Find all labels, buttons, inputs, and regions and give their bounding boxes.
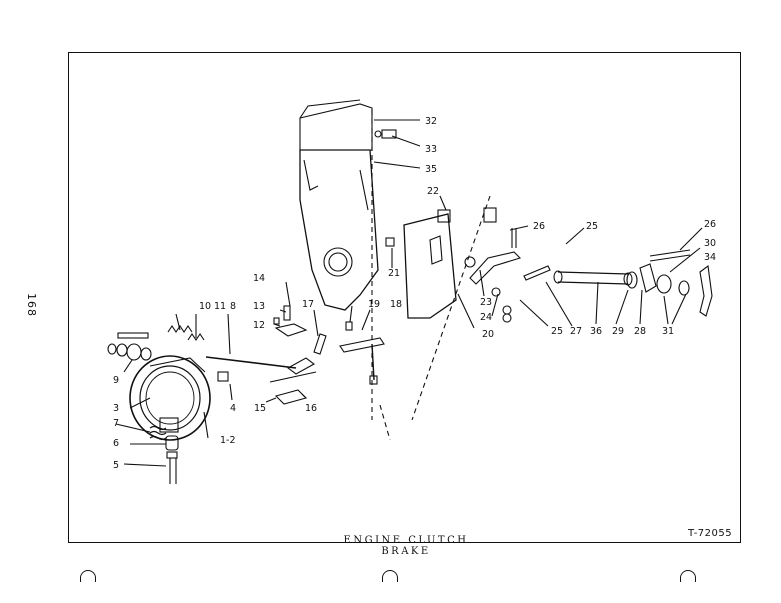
part-label-8: 8 bbox=[230, 301, 236, 312]
binder-hole-center bbox=[382, 570, 398, 582]
part-label-11: 11 bbox=[214, 301, 226, 312]
part-label-25a: 25 bbox=[586, 221, 598, 232]
part-label-17: 17 bbox=[302, 299, 314, 310]
part-label-4: 4 bbox=[230, 403, 236, 414]
part-label-1-2: 1-2 bbox=[220, 435, 236, 446]
part-label-27: 27 bbox=[570, 326, 582, 337]
caption-rule-right bbox=[492, 542, 741, 543]
part-label-19: 19 bbox=[368, 299, 380, 310]
part-label-13: 13 bbox=[253, 301, 265, 312]
part-label-3: 3 bbox=[113, 403, 119, 414]
part-label-15: 15 bbox=[254, 403, 266, 414]
part-label-14: 14 bbox=[253, 273, 265, 284]
figure-caption: ENGINE CLUTCH BRAKE bbox=[343, 535, 469, 557]
part-label-25b: 25 bbox=[551, 326, 563, 337]
part-label-31: 31 bbox=[662, 326, 674, 337]
diagram-drawing bbox=[107, 99, 713, 484]
part-label-33: 33 bbox=[425, 144, 437, 155]
part-label-7: 7 bbox=[113, 418, 119, 429]
part-label-10: 10 bbox=[199, 301, 211, 312]
part-label-28: 28 bbox=[634, 326, 646, 337]
figure-code: T-72055 bbox=[688, 528, 733, 539]
part-label-35: 35 bbox=[425, 164, 437, 175]
page-frame bbox=[68, 52, 741, 543]
part-label-12: 12 bbox=[253, 320, 265, 331]
part-label-5: 5 bbox=[113, 460, 119, 471]
part-label-20: 20 bbox=[482, 329, 494, 340]
part-label-36: 36 bbox=[590, 326, 602, 337]
part-label-18: 18 bbox=[390, 299, 402, 310]
binder-hole-left bbox=[80, 570, 96, 582]
binder-hole-right bbox=[680, 570, 696, 582]
part-label-26b: 26 bbox=[704, 219, 716, 230]
part-label-34: 34 bbox=[704, 252, 716, 263]
part-label-16: 16 bbox=[305, 403, 317, 414]
part-label-23: 23 bbox=[480, 297, 492, 308]
part-label-26a: 26 bbox=[533, 221, 545, 232]
part-label-22: 22 bbox=[427, 186, 439, 197]
caption-rule-left bbox=[68, 542, 320, 543]
part-label-30: 30 bbox=[704, 238, 716, 249]
part-label-6: 6 bbox=[113, 438, 119, 449]
part-label-9: 9 bbox=[113, 375, 119, 386]
part-label-29: 29 bbox=[612, 326, 624, 337]
part-label-21: 21 bbox=[388, 268, 400, 279]
part-label-32: 32 bbox=[425, 116, 437, 127]
part-label-24: 24 bbox=[480, 312, 492, 323]
caption-bar: ENGINE CLUTCH BRAKE bbox=[0, 535, 781, 557]
